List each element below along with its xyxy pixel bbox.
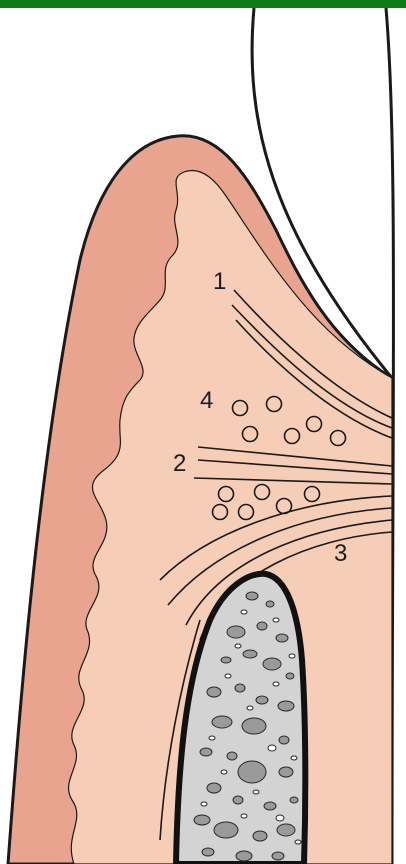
label-2: 2 xyxy=(173,450,186,477)
label-3: 3 xyxy=(334,540,347,567)
label-1: 1 xyxy=(213,268,226,295)
label-4: 4 xyxy=(200,387,213,414)
